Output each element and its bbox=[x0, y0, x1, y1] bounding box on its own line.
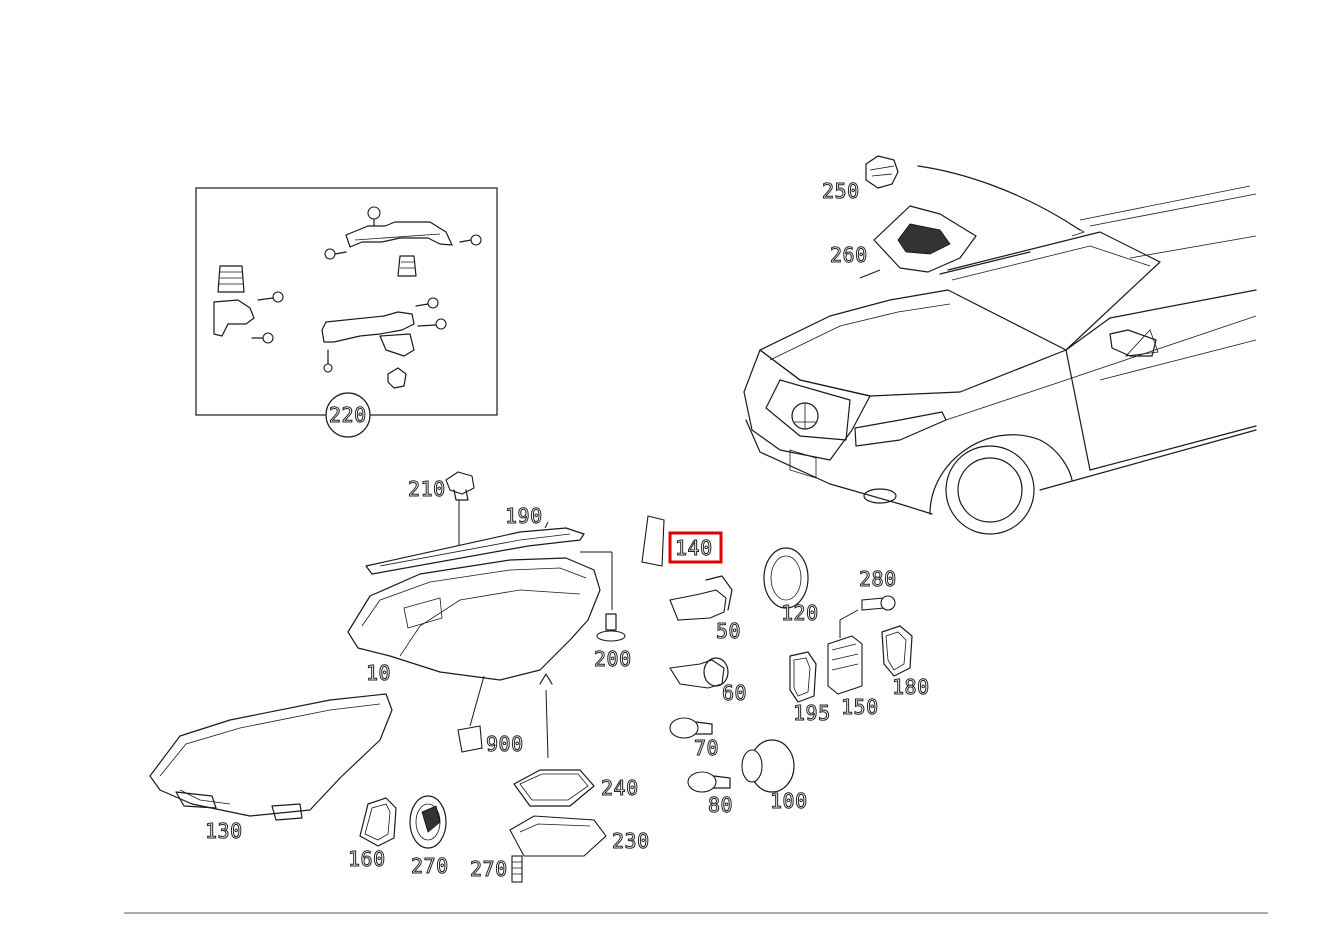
label-150: 150 bbox=[841, 695, 879, 719]
label-230: 230 bbox=[612, 829, 650, 853]
part-100-socket[interactable]: 100 bbox=[741, 739, 808, 814]
leader-250 bbox=[917, 165, 1081, 231]
label-250: 250 bbox=[822, 179, 860, 203]
car-silhouette bbox=[743, 185, 1257, 535]
label-60: 60 bbox=[722, 681, 747, 705]
inset-clip-lower bbox=[387, 367, 407, 389]
label-170: 160 bbox=[348, 847, 386, 871]
label-240: 240 bbox=[601, 776, 639, 800]
label-120: 120 bbox=[781, 601, 819, 625]
part-900-label[interactable]: 900 bbox=[457, 675, 524, 757]
arrow-housing bbox=[545, 689, 549, 759]
leader-280 bbox=[839, 609, 859, 638]
arrow-250 bbox=[1069, 223, 1085, 237]
label-900: 900 bbox=[486, 732, 524, 756]
part-50-bulb[interactable]: 50 bbox=[669, 575, 741, 644]
inset-bracket-upper bbox=[324, 206, 482, 260]
part-170-seal[interactable]: 160 bbox=[348, 797, 397, 872]
highlight-140 bbox=[668, 531, 723, 564]
label-200: 200 bbox=[594, 647, 632, 671]
part-260-camera-housing[interactable]: 260 bbox=[830, 205, 977, 279]
label-270: 270 bbox=[470, 857, 508, 881]
arrow-head-housing bbox=[539, 673, 553, 685]
part-250-sensor[interactable]: 250 bbox=[822, 155, 899, 204]
inset-clip-upper bbox=[397, 255, 417, 277]
part-195-gasket[interactable]: 195 bbox=[789, 651, 831, 726]
inset-group-220[interactable] bbox=[195, 187, 498, 438]
label-50: 50 bbox=[716, 619, 741, 643]
label-100: 100 bbox=[770, 789, 808, 813]
part-190-trim-strip[interactable]: 190 bbox=[365, 504, 585, 575]
part-130-lens[interactable]: 130 bbox=[149, 693, 393, 844]
inset-callout-circle bbox=[325, 392, 371, 438]
part-200-screw[interactable]: 200 bbox=[594, 613, 632, 672]
label-280: 280 bbox=[859, 567, 897, 591]
label-195: 195 bbox=[793, 701, 831, 725]
part-10-headlamp-housing[interactable]: 10 bbox=[347, 551, 613, 686]
part-60-bulb[interactable]: 60 bbox=[669, 657, 747, 706]
part-140-cover[interactable]: 140 bbox=[641, 515, 723, 567]
part-230-control-unit[interactable]: 230 bbox=[509, 815, 650, 857]
part-80-bulb[interactable]: 80 bbox=[687, 771, 733, 818]
part-280-screw[interactable]: 280 bbox=[839, 567, 897, 638]
label-130: 130 bbox=[205, 819, 243, 843]
part-150-ignitor[interactable]: 150 bbox=[827, 635, 879, 720]
label-260: 260 bbox=[830, 243, 868, 267]
label-220: 220 bbox=[329, 403, 367, 427]
label-10: 10 bbox=[366, 661, 391, 685]
label-190: 190 bbox=[505, 504, 543, 528]
part-70-bulb[interactable]: 70 bbox=[669, 717, 719, 761]
label-210: 210 bbox=[408, 477, 446, 501]
label-80: 80 bbox=[708, 793, 733, 817]
label-70: 70 bbox=[694, 736, 719, 760]
leader-190 bbox=[544, 521, 549, 529]
inset-bracket-left bbox=[213, 291, 284, 344]
part-240-gasket[interactable]: 240 bbox=[513, 769, 639, 807]
leader-260 bbox=[859, 269, 881, 279]
inset-clip-left bbox=[217, 265, 245, 293]
label-160: 270 bbox=[411, 854, 449, 878]
part-180-gasket[interactable]: 180 bbox=[881, 625, 930, 700]
part-270-screw[interactable]: 270 bbox=[470, 855, 523, 883]
inset-bracket-lower bbox=[321, 297, 447, 373]
label-180: 180 bbox=[892, 675, 930, 699]
part-120-cap[interactable]: 120 bbox=[763, 547, 819, 626]
label-140: 140 bbox=[675, 536, 713, 560]
part-160-socket[interactable]: 270 bbox=[409, 795, 449, 879]
part-210-clip[interactable]: 210 bbox=[408, 471, 475, 545]
